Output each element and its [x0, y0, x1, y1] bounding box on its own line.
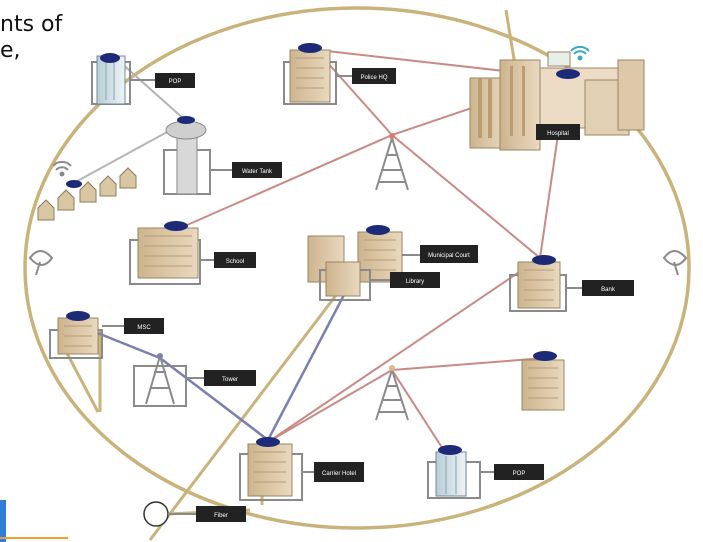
label-library: Library [370, 272, 440, 288]
label-water-tank: Water Tank [210, 162, 282, 178]
satellite-dish-icon [28, 250, 54, 276]
accent-bar [0, 500, 68, 542]
label-tower: Tower [186, 370, 256, 386]
wifi-icon [52, 160, 72, 177]
label-pop-top-text: POP [169, 79, 182, 85]
label-municipal-court: Municipal Court [402, 245, 478, 263]
label-water-tank-text: Water Tank [242, 169, 273, 175]
school-building [129, 221, 201, 285]
pop-building-bottom [427, 445, 481, 499]
satellite-dish-icon [662, 250, 688, 276]
label-carrier-hotel-text: Carrier Hotel [322, 471, 356, 477]
label-school-text: School [226, 259, 244, 265]
msc-building [49, 311, 103, 359]
tower-icon [375, 133, 409, 191]
label-msc-text: MSC [137, 325, 151, 331]
police-hq-building [283, 43, 337, 105]
carrier-hotel-building [239, 437, 303, 501]
label-tower-text: Tower [222, 377, 238, 383]
label-pop-top: POP [130, 73, 195, 88]
label-pop-bottom: POP [480, 464, 544, 480]
label-library-text: Library [406, 279, 424, 285]
label-fiber: Fiber [168, 506, 246, 522]
label-fiber-text: Fiber [214, 513, 228, 519]
fiber-node-icon [143, 501, 169, 527]
tower-icon [375, 365, 409, 421]
office-building [521, 351, 565, 411]
label-police-hq: Police HQ [336, 68, 396, 84]
water-tank [163, 116, 211, 195]
houses [37, 167, 137, 221]
caption-line-2: e, [0, 38, 21, 63]
pop-building-top [91, 53, 131, 105]
label-pop-bottom-text: POP [513, 471, 526, 477]
label-hospital: Hospital [536, 124, 580, 140]
label-msc: MSC [102, 318, 164, 334]
caption-line-1: nts of [0, 12, 63, 37]
label-bank-text: Bank [601, 287, 616, 293]
label-bank: Bank [566, 280, 634, 296]
label-hospital-text: Hospital [547, 131, 569, 137]
library-building [319, 261, 371, 301]
label-police-hq-text: Police HQ [360, 75, 387, 81]
bank-building [509, 255, 567, 312]
label-school: School [200, 252, 256, 268]
network-ring [23, 6, 691, 530]
wifi-icon [570, 45, 590, 61]
hospital-building [469, 51, 645, 151]
label-carrier-hotel: Carrier Hotel [302, 462, 364, 482]
tower-icon [133, 353, 187, 407]
label-municipal-court-text: Municipal Court [428, 253, 470, 259]
